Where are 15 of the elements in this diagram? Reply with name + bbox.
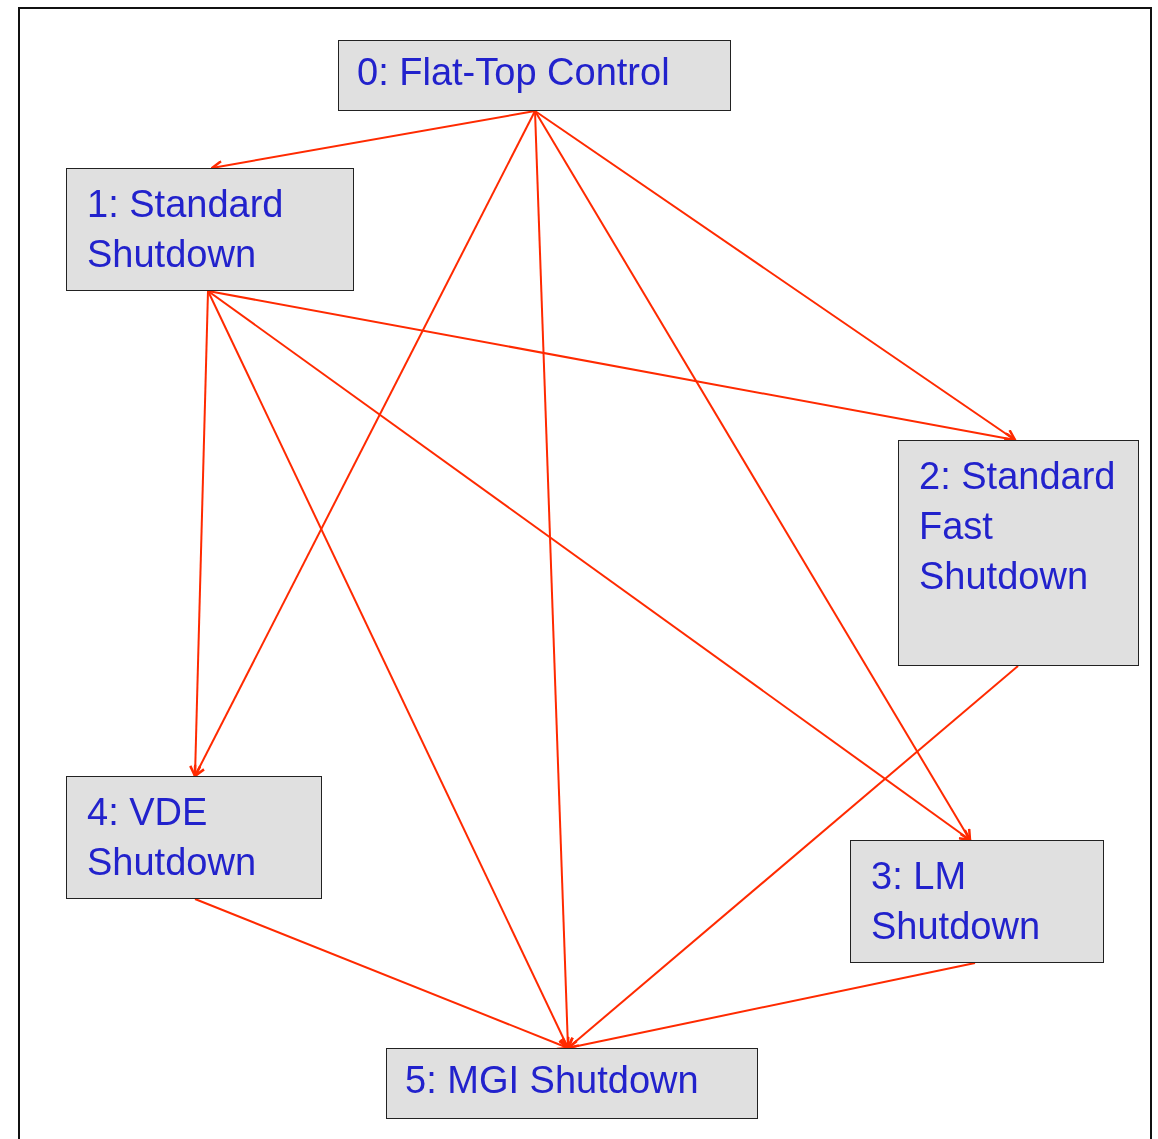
state-label: 3: LM Shutdown [871,854,1041,949]
state-box [338,40,731,111]
state-box [850,840,1104,963]
state-label: 5: MGI Shutdown [405,1058,700,1103]
arrow [534,110,1017,442]
state-box [898,440,1139,666]
state-box [386,1048,758,1119]
state-label: 4: VDE Shutdown [87,790,257,885]
arrow [189,290,209,778]
state-box [66,776,322,899]
state-label: 0: Flat-Top Control [357,50,671,95]
arrow [207,290,972,842]
state-box [66,168,354,291]
state-label: 1: Standard Shutdown [87,182,285,277]
state-label: 2: Standard Fast Shutdown [919,454,1117,599]
